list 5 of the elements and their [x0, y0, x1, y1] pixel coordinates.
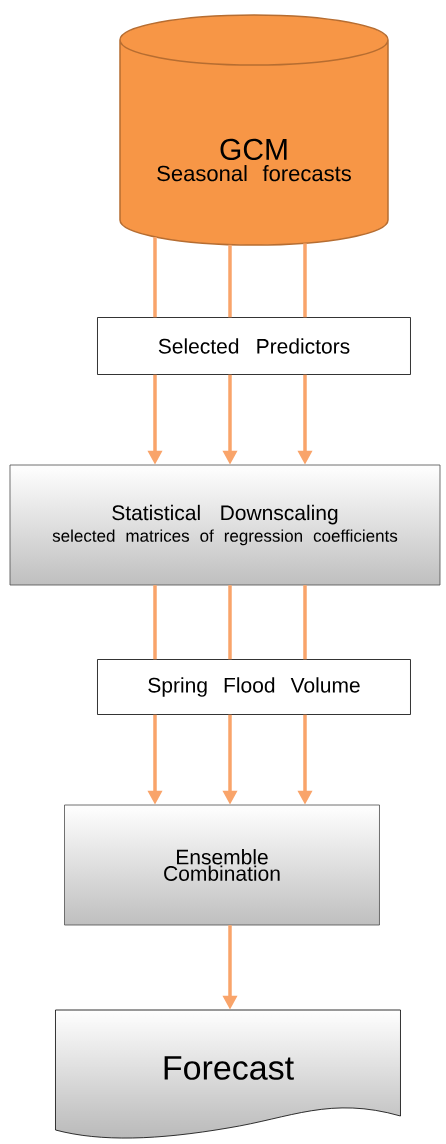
- database-cylinder: GCM Seasonal forecasts: [119, 14, 389, 246]
- process-box: Statistical Downscaling selected matrices of regression coefficients: [9, 464, 441, 586]
- process-box: Selected Predictors: [97, 317, 411, 375]
- process-box: Ensemble Combination: [64, 804, 380, 926]
- process-box: Spring Flood Volume: [97, 659, 411, 715]
